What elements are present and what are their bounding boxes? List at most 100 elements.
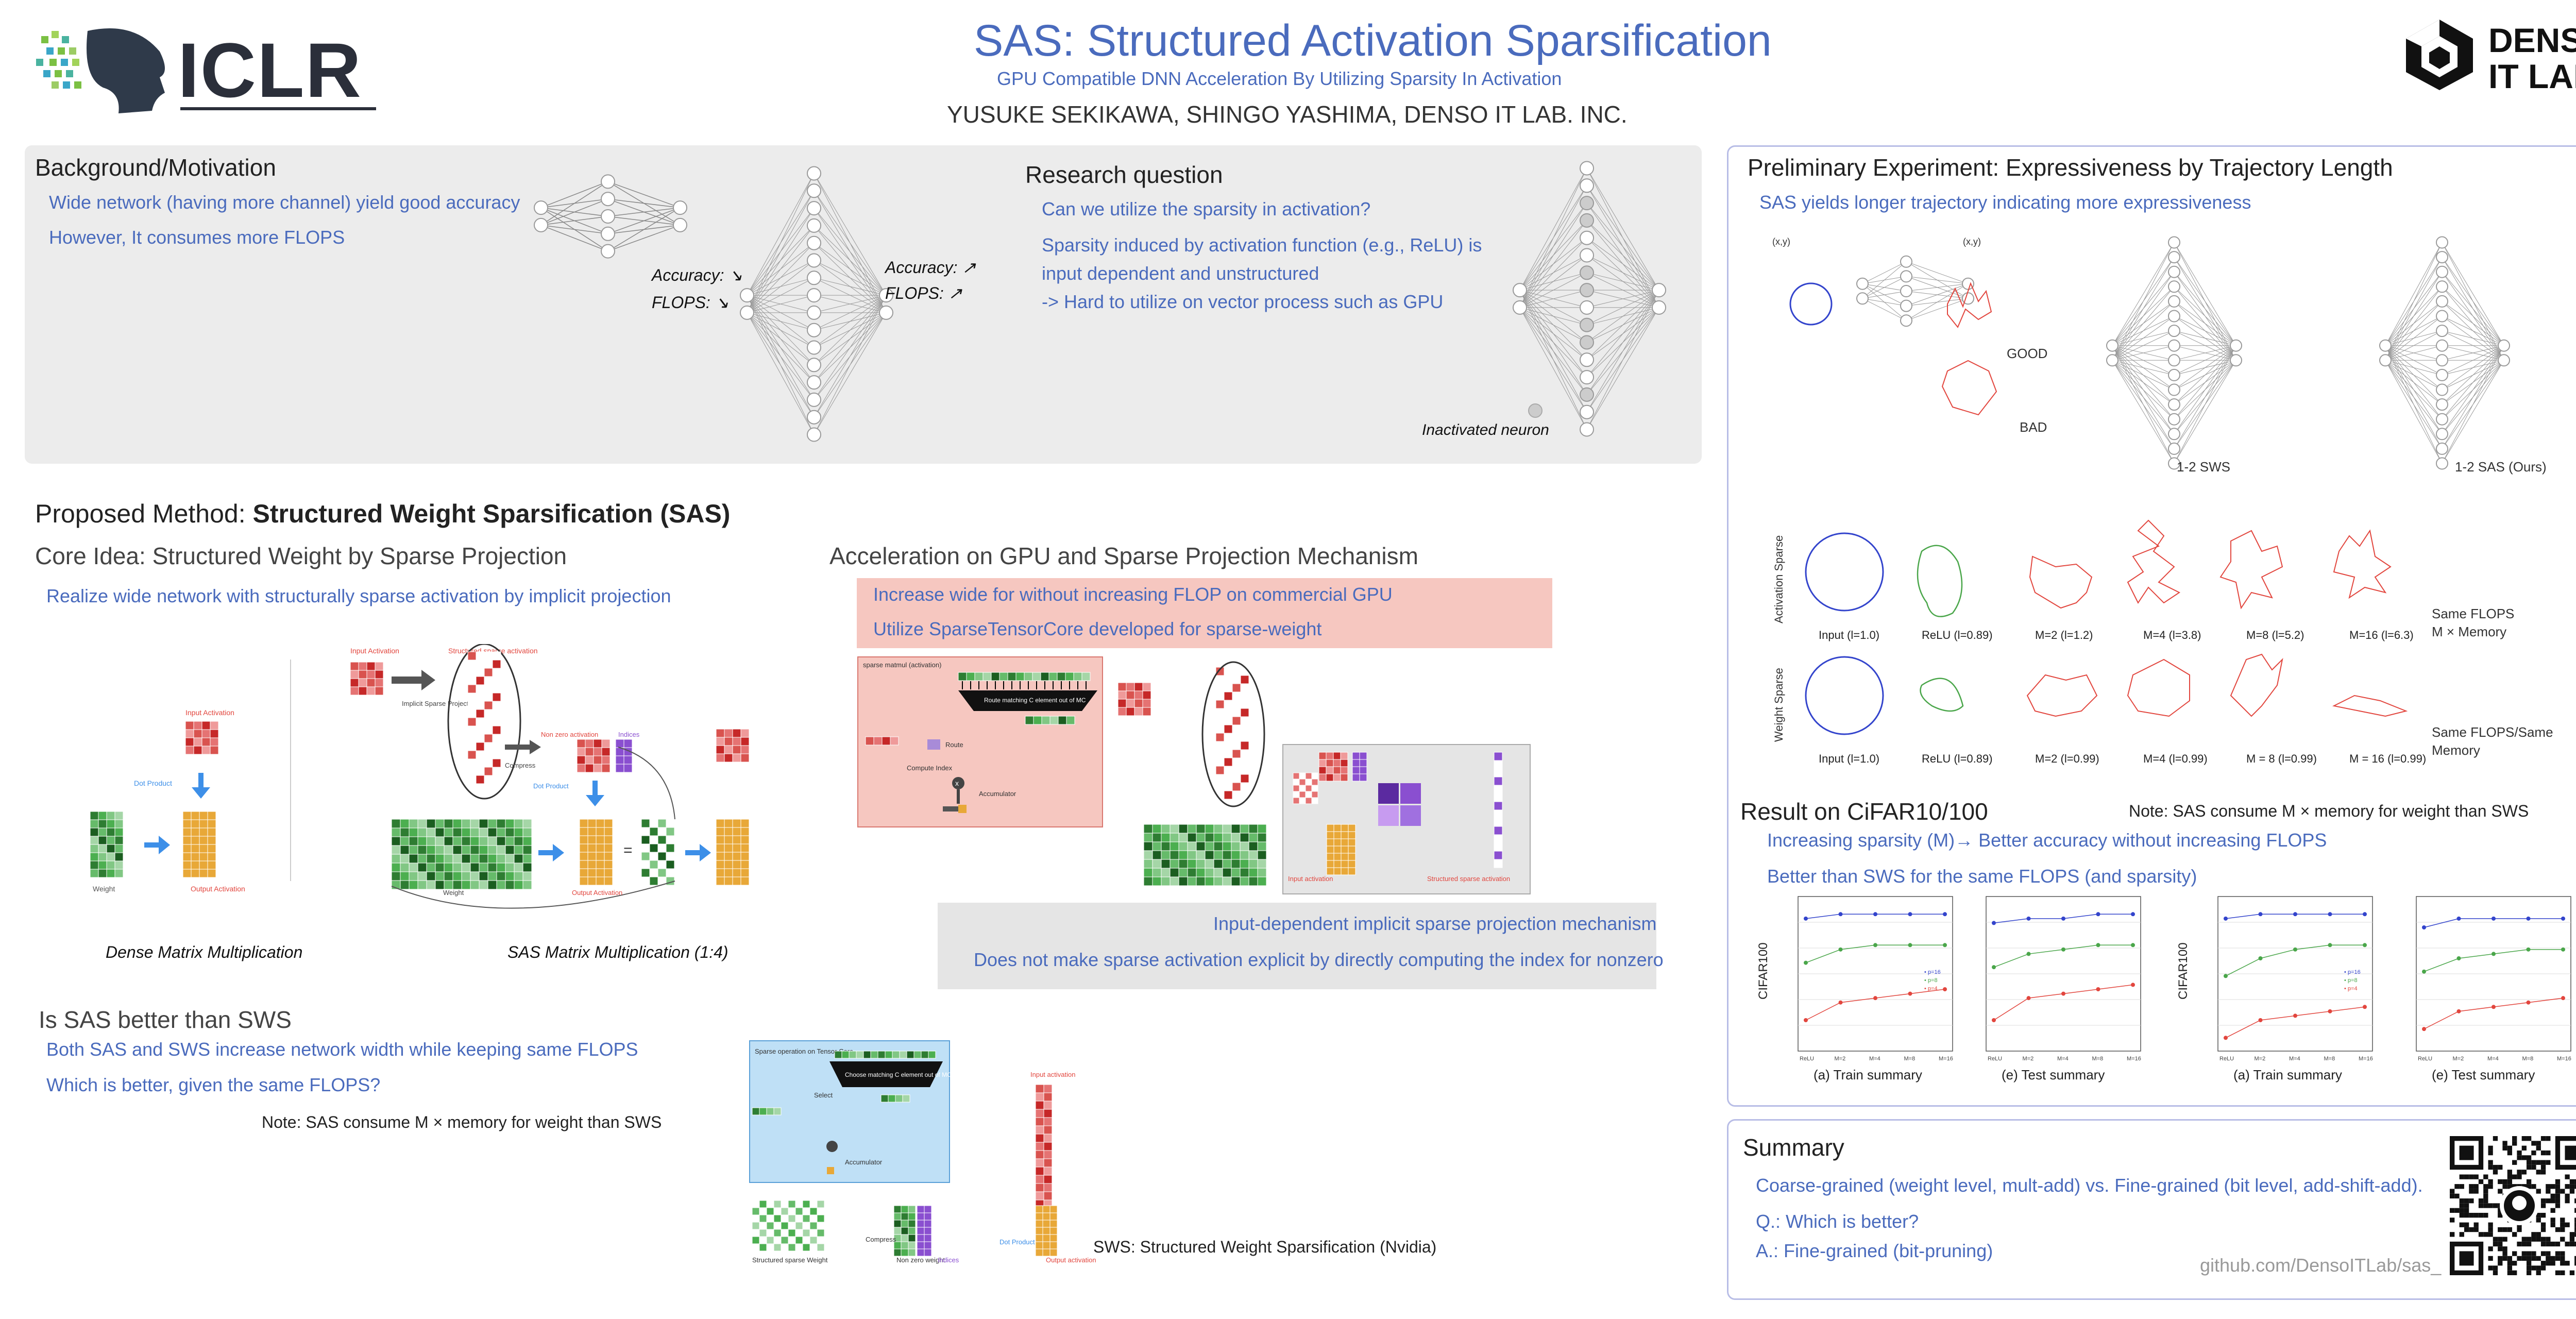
research-title: Research question <box>1025 161 1223 188</box>
tick-label: M=4 <box>2289 1056 2300 1062</box>
small-network-diagram <box>534 174 687 259</box>
background-title: Background/Motivation <box>35 154 276 181</box>
results-line-2: Better than SWS for the same FLOPS (and … <box>1767 866 2197 887</box>
sas-implicit-label: Implicit Sparse Projection <box>402 700 478 707</box>
tick-label: M=8 <box>1904 1056 1916 1062</box>
tick-label: M=16 <box>2557 1056 2571 1062</box>
route-matching-label: Route matching C element out of MC <box>984 697 1086 704</box>
summary-title: Summary <box>1743 1134 1844 1161</box>
data-point <box>2422 969 2426 974</box>
data-point <box>1992 921 1996 925</box>
tick-label: ReLU <box>2418 1056 2432 1062</box>
denso-logo: DENSO IT LAB <box>2401 15 2576 95</box>
tick-label: M=4 <box>1869 1056 1880 1062</box>
data-point <box>1992 965 1996 970</box>
denso-logo-line2: IT LAB <box>2488 57 2576 95</box>
small-net-accuracy: Accuracy: ↘ <box>652 266 743 284</box>
row1-label: Activation Sparse <box>1772 535 1785 623</box>
sas-indices-label: Indices <box>618 731 640 738</box>
row2-caption-2: M=2 (l=0.99) <box>2035 752 2099 765</box>
background-line-2: However, It consumes more FLOPS <box>49 227 345 248</box>
data-point <box>2526 916 2531 921</box>
data-point <box>2363 1005 2367 1009</box>
dense-matmul-diagram: Input Activation Dot Product Weight Outp… <box>90 708 245 893</box>
data-point <box>2026 916 2031 921</box>
data-point <box>2061 991 2065 996</box>
core-idea-title: Core Idea: Structured Weight by Sparse P… <box>35 543 567 569</box>
data-point <box>1838 912 1843 917</box>
sws-indices-label: Indices <box>938 1256 959 1264</box>
sws-line-2: Which is better, given the same FLOPS? <box>46 1074 381 1095</box>
github-url[interactable]: github.com/DensoITLab/sas_ <box>2200 1255 2442 1276</box>
row1-note2: M × Memory <box>2432 624 2506 639</box>
data-point <box>2293 947 2297 952</box>
prelim-line: SAS yields longer trajectory indicating … <box>1759 192 2251 213</box>
research-line-3: input dependent and unstructured <box>1042 263 1319 284</box>
xy-out-label: (x,y) <box>1963 236 1981 247</box>
sws-line-1: Both SAS and SWS increase network width … <box>46 1039 638 1060</box>
legend-entry: • p=16 <box>1924 969 1941 975</box>
row1-caption-1: ReLU (l=0.89) <box>1922 629 1993 641</box>
row1-caption-4: M=8 (l=5.2) <box>2246 629 2304 641</box>
summary-line-3: A.: Fine-grained (bit-pruning) <box>1756 1240 1993 1261</box>
tick-label: ReLU <box>1988 1056 2002 1062</box>
select-label: Select <box>814 1091 833 1099</box>
data-point <box>1873 912 1877 917</box>
sws-nonzero-label: Non zero weight <box>896 1256 945 1264</box>
sas-net-label: 1-2 SAS (Ours) <box>2455 459 2547 475</box>
mechanism-box <box>938 903 1656 989</box>
wide-net-flops: FLOPS: ↗ <box>885 284 962 302</box>
data-point <box>1873 943 1877 948</box>
proj-input-label: Input activation <box>1288 875 1333 883</box>
sws-accumulator-label: Accumulator <box>845 1158 883 1166</box>
research-line-2: Sparsity induced by activation function … <box>1042 234 1482 256</box>
row2-note2: Memory <box>2432 742 2480 758</box>
legend-entry: • p=8 <box>1924 977 1938 984</box>
sas-output-label: Output Activation <box>572 889 622 897</box>
sws-input-label: Input activation <box>1030 1071 1075 1078</box>
data-point <box>2293 912 2297 917</box>
tick-label: M=8 <box>2522 1056 2534 1062</box>
tick-label: M=2 <box>1835 1056 1846 1062</box>
sas-caption: SAS Matrix Multiplication (1:4) <box>507 943 728 961</box>
tick-label: M=2 <box>2255 1056 2266 1062</box>
sws-title: Is SAS better than SWS <box>39 1006 292 1033</box>
bad-label: BAD <box>2020 419 2047 435</box>
legend-entry: • p=4 <box>2344 986 2358 992</box>
data-point <box>2258 912 2263 917</box>
data-point <box>1943 987 1947 991</box>
data-point <box>2224 916 2228 921</box>
data-point <box>2258 956 2263 960</box>
xy-in-label: (x,y) <box>1772 236 1790 247</box>
data-point <box>2224 974 2228 978</box>
data-point <box>2526 947 2531 952</box>
tick-label: M=16 <box>1939 1056 1953 1062</box>
results-note: Note: SAS consume M × memory for weight … <box>2129 802 2529 820</box>
sas-dot-label: Dot Product <box>533 782 569 790</box>
data-point <box>1943 943 1947 948</box>
qr-code[interactable] <box>2450 1136 2576 1275</box>
svg-text:x: x <box>955 779 959 787</box>
good-label: GOOD <box>2007 346 2047 361</box>
poster-title: SAS: Structured Activation Sparsificatio… <box>974 16 1772 65</box>
sparse-tensor-core-label: Sparse operation on Tensor Core <box>755 1047 853 1055</box>
tick-label: M=2 <box>2023 1056 2034 1062</box>
sws-weight-label: Structured sparse Weight <box>752 1256 828 1264</box>
sparse-network-diagram <box>1513 161 1666 437</box>
inactivated-neuron-legend-icon <box>1528 403 1543 418</box>
data-point <box>2561 916 2565 921</box>
legend-entry: • p=8 <box>2344 977 2358 984</box>
small-net-flops: FLOPS: ↘ <box>652 293 729 312</box>
sas-compress-label: Compress <box>505 762 536 769</box>
data-point <box>2328 1009 2332 1013</box>
data-point <box>2561 996 2565 1001</box>
data-point <box>2096 912 2100 917</box>
chart-caption: (a) Train summary <box>2233 1067 2342 1083</box>
data-point <box>1838 947 1843 952</box>
row2-caption-5: M = 16 (l=0.99) <box>2349 752 2426 765</box>
dense-output-label: Output Activation <box>191 885 245 893</box>
chart-ylabel: CIFAR100 <box>2176 942 2190 1000</box>
